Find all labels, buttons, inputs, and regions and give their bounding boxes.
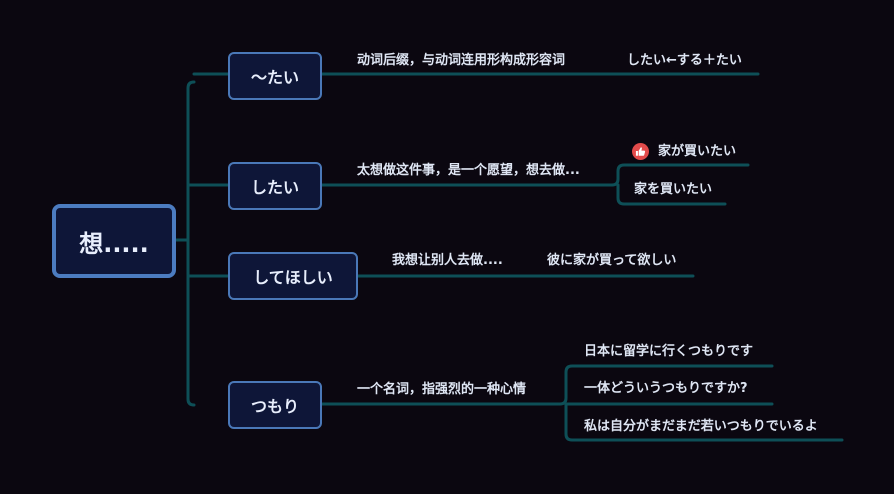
thumbs-up-icon	[632, 143, 649, 160]
example-item: 私は自分がまだまだ若いつもりでいるよ	[584, 419, 818, 434]
root-label: 想.....	[79, 229, 149, 258]
root-node[interactable]: 想.....	[52, 204, 176, 278]
branch-node-shitehoshii[interactable]: してほしい	[228, 252, 358, 300]
branch-label: 〜たい	[250, 68, 299, 87]
branch-description: 一个名词，指强烈的一种心情	[357, 382, 527, 397]
example-item: 家が買いたい	[658, 144, 737, 159]
spine	[186, 80, 196, 407]
branch-node-tsumori[interactable]: つもり	[228, 381, 322, 429]
example-item: 日本に留学に行くつもりです	[584, 344, 754, 359]
fork	[564, 402, 844, 442]
example-item: 家を買いたい	[634, 182, 713, 197]
fork	[610, 163, 750, 187]
branch-label: してほしい	[253, 268, 333, 287]
example-item: したい←する＋たい	[627, 53, 742, 68]
branch-description: 动词后缀，与动词连用形构成形容词	[357, 53, 566, 68]
branch-label: したい	[250, 178, 299, 197]
branch-description: 太想做这件事，是一个愿望，想去做...	[357, 163, 580, 178]
branch-node-shitai[interactable]: したい	[228, 162, 322, 210]
branch-label: つもり	[250, 397, 299, 416]
branch-description: 我想让别人去做....	[392, 253, 503, 268]
fork	[558, 364, 774, 406]
example-item: 彼に家が買って欲しい	[547, 253, 677, 268]
example-item: 一体どういうつもりですか?	[584, 381, 748, 396]
branch-node-tai[interactable]: 〜たい	[228, 52, 322, 100]
fork	[616, 183, 727, 206]
